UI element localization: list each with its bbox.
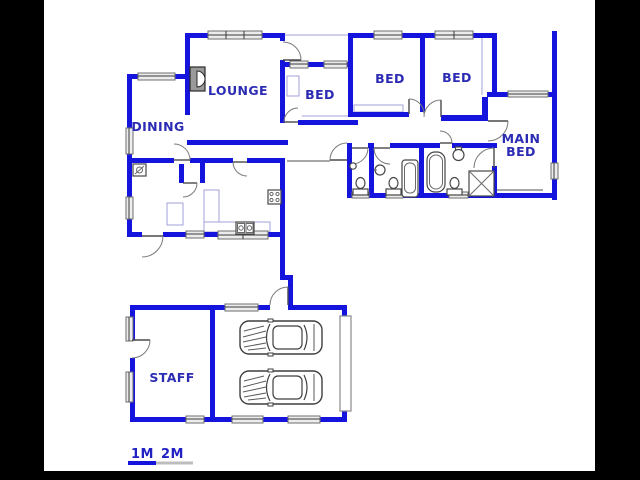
window [287,415,321,424]
window [373,30,403,40]
car-icon [239,318,323,357]
label-bed-c: BED [442,70,472,85]
door-swing [373,147,391,165]
basin-icon [452,146,465,162]
window [231,415,264,424]
door-swing [282,41,302,61]
window [323,60,348,69]
toilet-icon [352,176,369,196]
label-dining: DINING [131,119,184,134]
door-swing [141,235,164,258]
window [125,127,134,155]
kitchen-counter-arm [203,189,220,223]
basin-icon [374,164,386,176]
door-swing [131,339,151,359]
scale-label-2m: 2M [161,447,184,462]
window [185,415,205,424]
kitchen-counter-left [166,202,184,226]
shower-icon [468,170,495,197]
bathtub-icon [401,159,419,198]
kitchen-sink-icon [132,163,147,177]
window [125,371,134,403]
door-swing [408,98,425,115]
fixtures [132,66,495,235]
door-swing [283,107,299,123]
door-swing [232,161,248,177]
window [434,30,474,40]
stove-icon [267,189,282,205]
window [207,30,263,40]
car-icon [239,368,323,407]
scale-segment-1m [128,461,156,465]
basin-icon [349,162,357,170]
window [125,196,134,220]
label-staff: STAFF [149,370,194,385]
bed-a-cupboard [286,75,300,97]
label-main-bed-1: MAIN [502,131,541,146]
label-lounge: LOUNGE [208,83,268,98]
scale-segment-2m [156,461,193,465]
hob-icon [235,221,255,235]
window [125,316,134,342]
door-swing [423,99,442,118]
door-swing [269,286,289,306]
bathtub-icon [426,151,446,193]
window [550,162,559,180]
door-swing [329,142,348,161]
toilet-icon [446,176,463,196]
window [137,72,176,81]
window [289,60,309,69]
fireplace-icon [189,66,206,92]
label-bed-a: BED [305,87,335,102]
door-swing [439,130,453,144]
window [507,90,549,98]
windows [125,30,559,424]
scale-label-1m: 1M [131,447,154,462]
door-swing [182,182,198,198]
toilet-icon [385,176,402,196]
label-bed-b: BED [375,71,405,86]
garage-door [339,315,352,412]
frame-bottom [0,471,640,480]
door-swing [173,143,191,161]
window [185,230,205,239]
label-main-bed-2: BED [506,144,536,159]
door-swing [473,147,495,169]
room-labels: LOUNGE DINING BED BED BED MAIN BED STAFF [131,70,540,385]
door-swing [487,120,509,142]
scale-bar: 1M 2M [128,447,193,465]
doors [131,41,509,359]
bed-b-cupboard [353,104,404,113]
frame-left [0,0,44,480]
frame-right [595,0,640,480]
window [224,303,259,312]
